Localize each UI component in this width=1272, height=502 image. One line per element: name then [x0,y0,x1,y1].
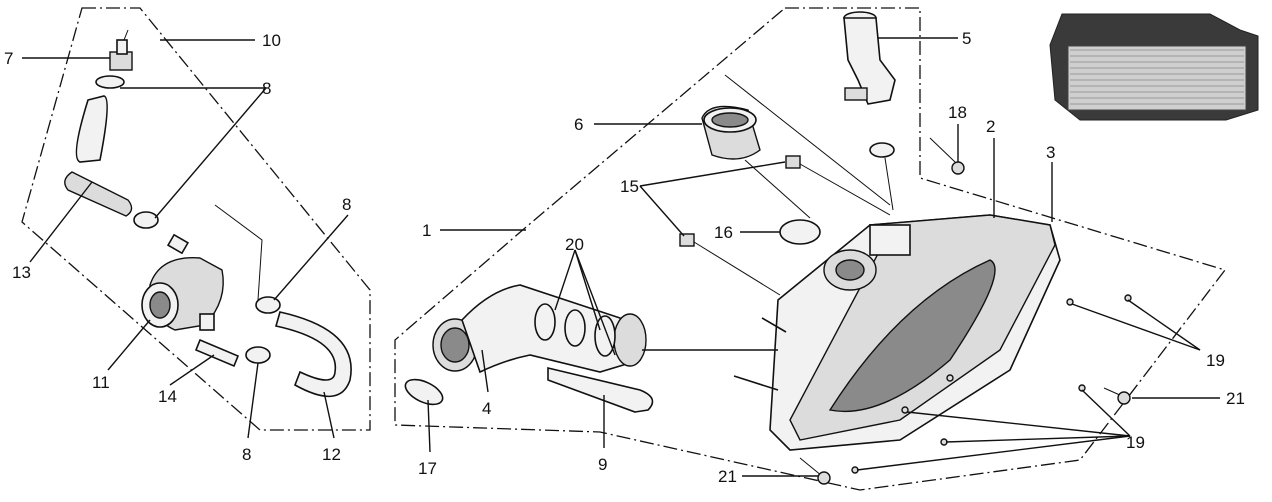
part-7-cap [109,29,133,71]
air-cleaner-group [394,7,1227,491]
part-17-ring [404,378,444,406]
part-8-clamp-bottom [245,346,271,364]
callout-4: 4 [482,399,491,418]
callout-16: 16 [714,223,733,242]
filter-element-image [1049,13,1259,121]
part-21-bolts [799,387,1131,485]
callout-6: 6 [574,115,583,134]
callout-19-top: 19 [1206,351,1225,370]
callout-3: 3 [1046,143,1055,162]
part-18-bolt [929,137,965,175]
callout-15: 15 [620,177,639,196]
callout-1: 1 [422,221,431,240]
part-9-drain-tube [547,366,654,413]
callout-7: 7 [4,49,13,68]
callout-2: 2 [986,117,995,136]
left-assembly-group [21,7,371,431]
air-cleaner-housing [733,214,1061,451]
callout-8-top: 8 [262,79,271,98]
callout-18: 18 [948,103,967,122]
callout-5: 5 [962,29,971,48]
left-group-boundary [21,7,371,431]
part-8-clamp-right [255,296,281,314]
part-8-clamp-top [95,75,125,89]
part-12-u-hose [274,311,352,398]
callout-20: 20 [565,235,584,254]
callout-17: 17 [418,459,437,478]
callout-19-bottom: 19 [1126,433,1145,452]
part-o-ring [869,142,895,158]
part-upper-hose [75,95,108,163]
part-11-reed-valve [141,257,224,331]
callout-10: 10 [262,31,281,50]
part-16-clamp [779,219,821,245]
callout-13: 13 [12,263,31,282]
part-14-rod [194,338,240,368]
callout-21-right: 21 [1226,389,1245,408]
callout-12: 12 [322,445,341,464]
callout-11: 11 [92,373,110,392]
air-cleaner-boundary [394,7,1227,491]
part-4-intake-tube [432,284,647,374]
callout-8-right: 8 [342,195,351,214]
leader-lines [22,37,1220,477]
callout-21-bottom: 21 [718,467,737,486]
part-5-intake-duct [843,11,896,105]
callout-9: 9 [598,455,607,474]
part-13-pipe [64,171,133,217]
part-15-clip-b [679,233,695,247]
callout-labels: 7 10 8 8 13 11 14 8 12 1 20 4 9 17 6 15 … [4,29,1245,486]
part-19-screws [851,294,1132,474]
part-15-clip-a [785,155,801,169]
part-8-clamp-mid [133,211,159,229]
callout-14: 14 [158,387,177,406]
part-connector [166,233,190,255]
part-6-coupling [701,105,761,160]
callout-8-bottom: 8 [242,445,251,464]
